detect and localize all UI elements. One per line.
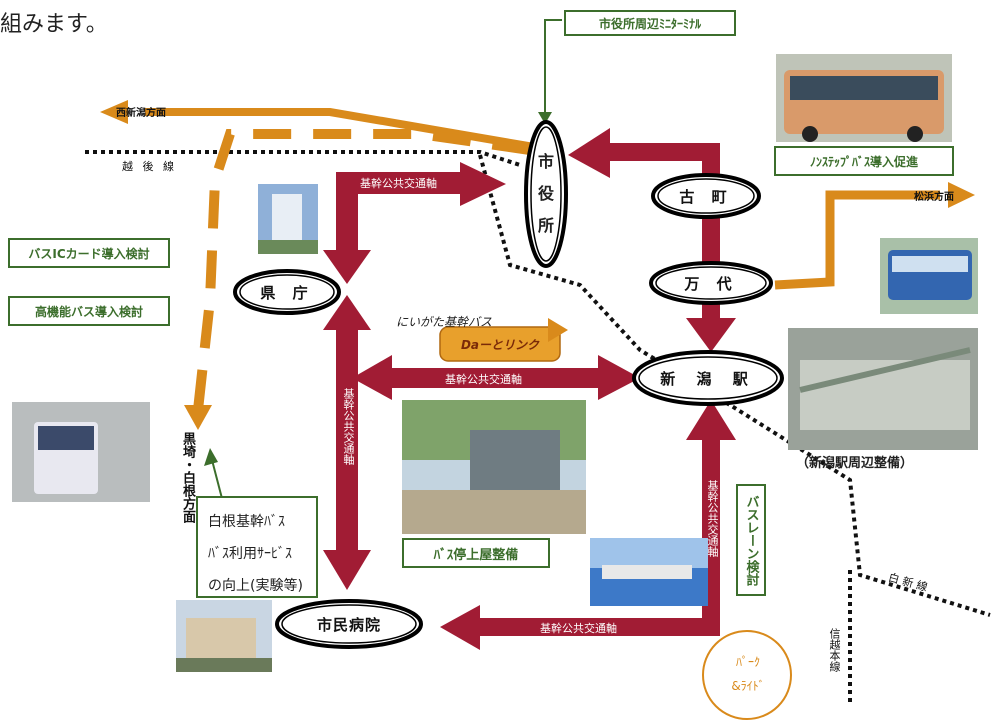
high-function-box: 高機能バス導入検討 [8, 296, 170, 326]
orange-routes [100, 100, 975, 430]
non-step-box: ﾉﾝｽﾃｯﾌﾟﾊﾞｽ導入促進 [774, 146, 954, 176]
axis-label-top: 基幹公共交通軸 [360, 177, 437, 190]
trunk-axis [323, 128, 736, 650]
axis-label-bottom: 基幹公共交通軸 [540, 622, 617, 635]
photo-nonstep-bus [776, 54, 952, 142]
shiyakusho-char: 所 [537, 216, 554, 235]
park-ride-line: &ﾗｲﾄﾞ [731, 679, 765, 693]
bus-logo-shape [439, 318, 568, 362]
dest-kurosaki-shirone: 黒埼・白根方面 [180, 432, 195, 523]
echigo-line [85, 150, 521, 167]
matsuhama-arrowhead [948, 182, 975, 208]
dest-matsuhama: 松浜方面 [914, 192, 954, 203]
station-ovals [233, 120, 784, 649]
park-ride-line: ﾊﾟｰｸ [735, 655, 760, 669]
photo-water-bus [590, 538, 708, 606]
bus-lane-box: バスレーン検討 [736, 484, 766, 596]
photo-kencho-building [258, 184, 318, 254]
park-ride-label: ﾊﾟｰｸ &ﾗｲﾄﾞ [712, 650, 784, 698]
oval-niigata-station [632, 350, 784, 406]
station-area-label: （新潟駅周辺整備） [796, 456, 914, 471]
axis-label-right-vertical: 基幹公共交通軸 [706, 480, 719, 557]
intro-text: 組みます。 [0, 12, 108, 37]
route-matsuhama [774, 190, 940, 290]
photo-station-area [788, 328, 978, 450]
oval-shiyakusho [524, 120, 568, 268]
oval-furumachi [651, 173, 761, 219]
shirone-service-line: 白根基幹ﾊﾞｽ [208, 514, 285, 530]
route-west [145, 108, 541, 152]
ic-card-box: バスICカード導入検討 [8, 238, 170, 268]
oval-hospital [275, 599, 423, 649]
bus-brand-title: にいがた基幹バス [396, 315, 493, 329]
axis-label-left-vertical: 基幹公共交通軸 [342, 388, 355, 465]
niigata-station-label: 新 潟 駅 [660, 370, 756, 388]
route-west-dashed [193, 129, 531, 411]
oval-kencho [233, 269, 341, 315]
rail-label-shinetsu: 信越本線 [828, 628, 841, 672]
shirone-service-box: 白根基幹ﾊﾞｽ ﾊﾞｽ利用ｻｰﾋﾞｽ の向上(実験等) [196, 496, 318, 598]
hospital-label: 市民病院 [316, 616, 381, 634]
shirone-service-line: の向上(実験等) [208, 578, 303, 594]
photo-matsuhama-bus [880, 238, 978, 314]
axis-label-middle: 基幹公共交通軸 [445, 373, 522, 386]
photo-left-bus [12, 402, 150, 502]
oval-bandai [649, 261, 773, 305]
bandai-label: 万 代 [684, 275, 738, 293]
shiyakusho-char: 市 [537, 152, 554, 171]
terminal-box: 市役所周辺ﾐﾆﾀｰﾐﾅﾙ [564, 10, 736, 36]
shirone-service-line: ﾊﾞｽ利用ｻｰﾋﾞｽ [208, 546, 292, 562]
dest-west: 西新潟方面 [116, 108, 166, 119]
photo-hospital [176, 600, 272, 672]
rail-label-echigo: 越 後 線 [122, 160, 177, 173]
furumachi-label: 古 町 [679, 188, 733, 206]
bus-shelter-box: ﾊﾞｽ停上屋整備 [402, 538, 550, 568]
west-arrowhead [100, 100, 128, 124]
park-ride-circle [702, 630, 792, 720]
kencho-label: 県 庁 [260, 284, 314, 302]
shiyakusho-label: 市 役 所 [534, 146, 558, 242]
photo-bus-shelter [402, 400, 586, 534]
shiyakusho-char: 役 [537, 184, 554, 203]
kurosaki-arrowhead [184, 405, 212, 430]
bus-brand-logo: Daーとリンク [460, 338, 540, 352]
